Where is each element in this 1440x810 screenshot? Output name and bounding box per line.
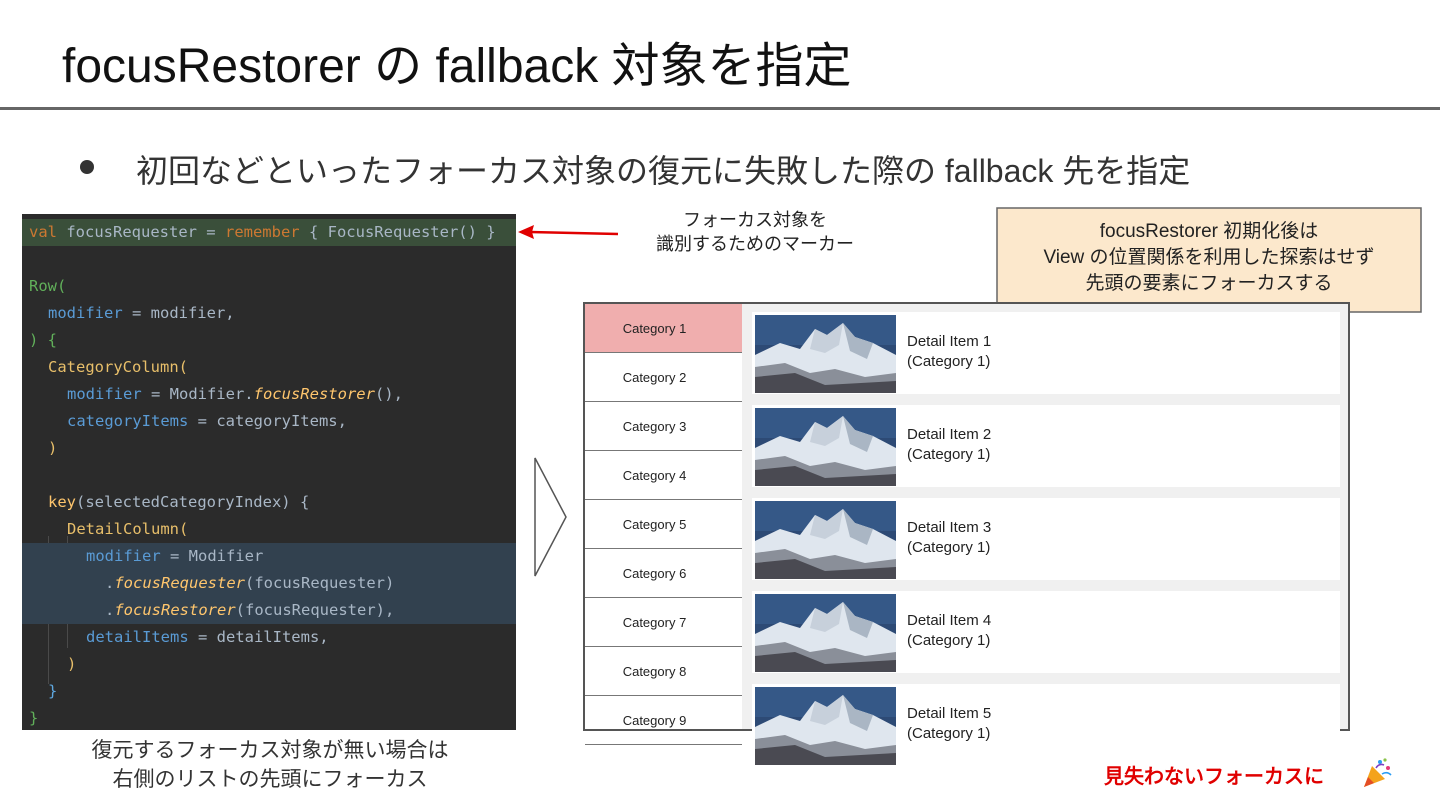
category-item[interactable]: Category 7 bbox=[585, 598, 742, 647]
detail-label: Detail Item 3(Category 1) bbox=[907, 519, 992, 556]
detail-label: Detail Item 5(Category 1) bbox=[907, 705, 992, 742]
category-item[interactable]: Category 6 bbox=[585, 549, 742, 598]
callout-text: focusRestorer 初期化後は View の位置関係を利用した探索はせず… bbox=[1043, 221, 1375, 294]
code-line: ) bbox=[48, 439, 58, 457]
mountain-thumbnail bbox=[755, 315, 896, 393]
detail-card[interactable]: Detail Item 2(Category 1) bbox=[752, 405, 1340, 487]
code-line: ) bbox=[67, 655, 77, 673]
code-line: modifier = Modifier.focusRestorer(), bbox=[67, 385, 403, 403]
code-panel: val focusRequester = remember { FocusReq… bbox=[22, 214, 516, 730]
code-line: .focusRequester(focusRequester) bbox=[22, 570, 516, 597]
category-item[interactable]: Category 5 bbox=[585, 500, 742, 549]
category-item[interactable]: Category 8 bbox=[585, 647, 742, 696]
bullet-icon bbox=[80, 160, 94, 174]
party-popper-icon bbox=[1364, 758, 1392, 787]
category-item[interactable]: Category 1 bbox=[585, 304, 742, 353]
mountain-thumbnail bbox=[755, 408, 896, 486]
code-line: .focusRestorer(focusRequester), bbox=[22, 597, 516, 624]
chevron-right-icon bbox=[534, 457, 567, 577]
detail-label: Detail Item 1(Category 1) bbox=[907, 333, 992, 370]
slide-title: focusRestorer の fallback 対象を指定 bbox=[62, 40, 852, 93]
detail-card[interactable]: Detail Item 3(Category 1) bbox=[752, 498, 1340, 580]
detail-card[interactable]: Detail Item 1(Category 1) bbox=[752, 312, 1340, 394]
marker-annotation: フォーカス対象を 識別するためのマーカー bbox=[656, 210, 854, 254]
mountain-thumbnail bbox=[755, 594, 896, 672]
red-arrow-icon bbox=[518, 225, 619, 239]
code-line: modifier = Modifier bbox=[22, 543, 516, 570]
code-line: modifier = modifier, bbox=[48, 304, 235, 322]
detail-card[interactable]: Detail Item 5(Category 1) bbox=[752, 684, 1340, 766]
mountain-thumbnail bbox=[755, 687, 896, 765]
code-line: } bbox=[29, 709, 39, 727]
mountain-thumbnail bbox=[755, 501, 896, 579]
title-divider bbox=[0, 107, 1440, 110]
code-line: Row( bbox=[29, 277, 67, 295]
footer-note: 見失わないフォーカスに bbox=[1104, 766, 1324, 788]
category-item[interactable]: Category 3 bbox=[585, 402, 742, 451]
code-line: categoryItems = categoryItems, bbox=[67, 412, 347, 430]
category-item[interactable]: Category 4 bbox=[585, 451, 742, 500]
code-line: key(selectedCategoryIndex) { bbox=[48, 493, 310, 511]
category-item[interactable]: Category 2 bbox=[585, 353, 742, 402]
code-line: DetailColumn( bbox=[67, 520, 189, 538]
bullet-text: 初回などといったフォーカス対象の復元に失敗した際の fallback 先を指定 bbox=[136, 153, 1191, 189]
code-line: } bbox=[48, 682, 58, 700]
code-line: ) { bbox=[29, 331, 57, 349]
bottom-caption: 復元するフォーカス対象が無い場合は 右側のリストの先頭にフォーカス bbox=[91, 739, 449, 791]
detail-label: Detail Item 4(Category 1) bbox=[907, 612, 992, 649]
code-line: val focusRequester = remember { FocusReq… bbox=[22, 219, 516, 246]
category-item[interactable]: Category 9 bbox=[585, 696, 742, 745]
code-line: CategoryColumn( bbox=[48, 358, 188, 376]
detail-label: Detail Item 2(Category 1) bbox=[907, 426, 992, 463]
detail-card[interactable]: Detail Item 4(Category 1) bbox=[752, 591, 1340, 673]
code-line: detailItems = detailItems, bbox=[86, 628, 329, 646]
